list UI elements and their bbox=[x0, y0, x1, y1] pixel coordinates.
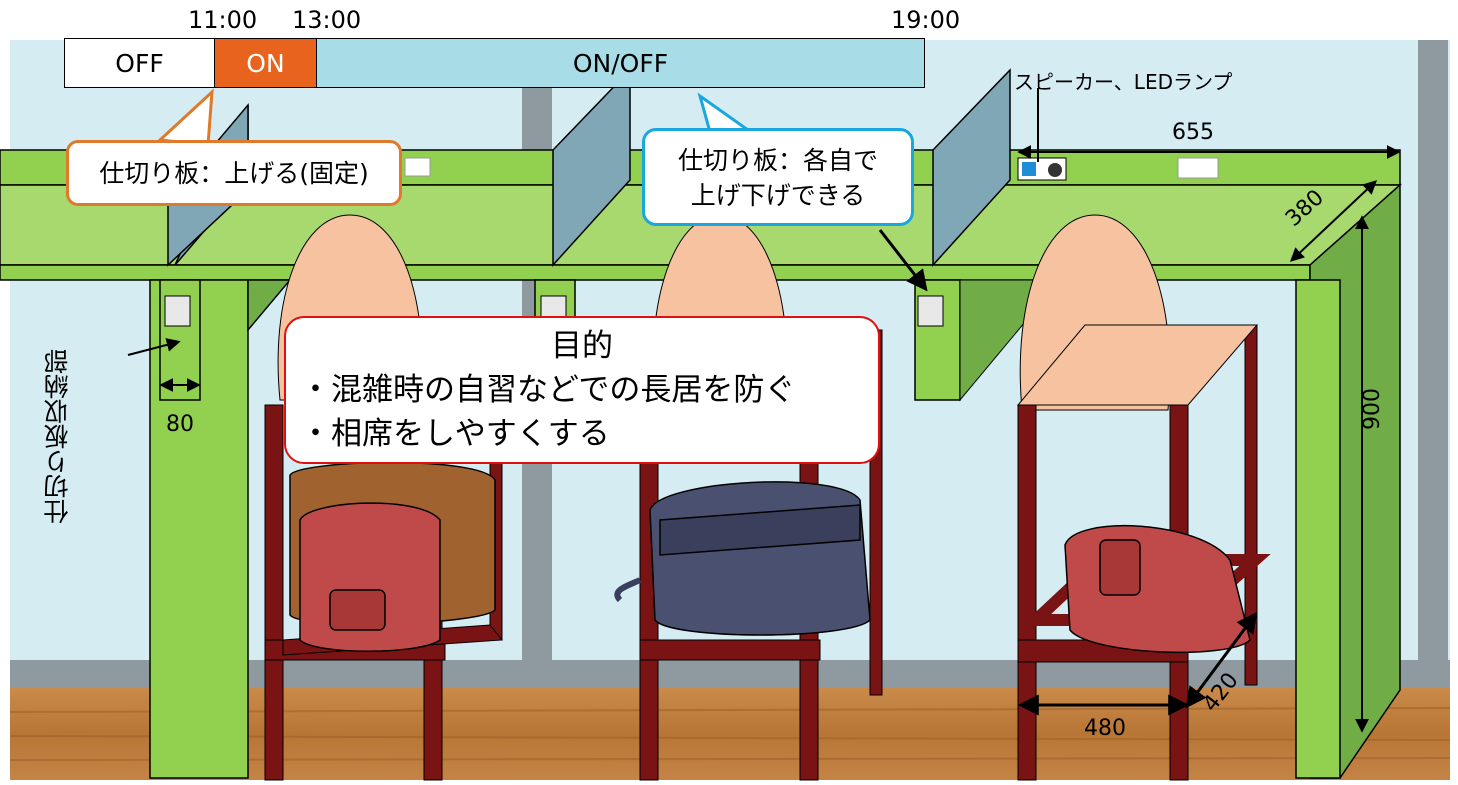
timeline-off: OFF bbox=[64, 38, 215, 88]
time-19: 19:00 bbox=[891, 6, 961, 34]
storage-pointer bbox=[127, 338, 181, 356]
desk-left-leg-side bbox=[247, 279, 292, 333]
outlet-1 bbox=[404, 157, 431, 177]
partition-mid bbox=[552, 68, 631, 267]
purpose-title: 目的 bbox=[551, 328, 613, 364]
timeline-on: ON bbox=[215, 38, 316, 88]
callout-fixed: 仕切り板：上げる(固定) bbox=[66, 140, 402, 206]
dim-900-label: 900 bbox=[1360, 388, 1385, 430]
timeline-onoff: ON/OFF bbox=[316, 38, 925, 88]
time-13: 13:00 bbox=[292, 6, 362, 34]
partition-storage-label: 仕切り板収納部 bbox=[43, 349, 72, 524]
dim-420-arrow bbox=[1185, 611, 1258, 709]
partition-right bbox=[932, 68, 1011, 267]
callout-adjustable-line1: 仕切り板：各自で bbox=[677, 146, 878, 175]
callout-adjustable: 仕切り板：各自で 上げ下げできる bbox=[642, 128, 914, 226]
purpose-item-2: ・相席をしやすくする bbox=[300, 416, 610, 452]
storage-switch-left bbox=[164, 295, 191, 327]
storage-switch-mid bbox=[540, 295, 567, 319]
bag-navy bbox=[614, 481, 871, 636]
adjust-pointer bbox=[878, 229, 928, 292]
storage-switch-right bbox=[917, 295, 944, 327]
dim-380-arrow bbox=[1289, 180, 1378, 262]
speaker-led-label: スピーカー、LEDランプ bbox=[1014, 70, 1233, 94]
led-lamp bbox=[1022, 162, 1036, 176]
dim-480-label: 480 bbox=[1084, 716, 1126, 741]
speaker bbox=[1048, 163, 1062, 177]
time-11: 11:00 bbox=[188, 6, 258, 34]
floor-grain bbox=[9, 707, 1451, 761]
callout-adjustable-line2: 上げ下げできる bbox=[690, 181, 866, 210]
purpose-box: 目的 ・混雑時の自習などでの長居を防ぐ ・相席をしやすくする bbox=[284, 316, 880, 464]
wall-column-right bbox=[1418, 40, 1448, 680]
desk-right-leg bbox=[1295, 279, 1341, 779]
purpose-item-1: ・混雑時の自習などでの長居を防ぐ bbox=[300, 372, 796, 408]
dim-80-label: 80 bbox=[166, 412, 194, 437]
outlet-2 bbox=[1177, 157, 1219, 179]
callout-fixed-text: 仕切り板：上げる(固定) bbox=[99, 159, 369, 188]
bag-brown bbox=[289, 461, 496, 652]
desk-left-leg bbox=[149, 279, 249, 779]
dim-655-label: 655 bbox=[1172, 120, 1214, 145]
